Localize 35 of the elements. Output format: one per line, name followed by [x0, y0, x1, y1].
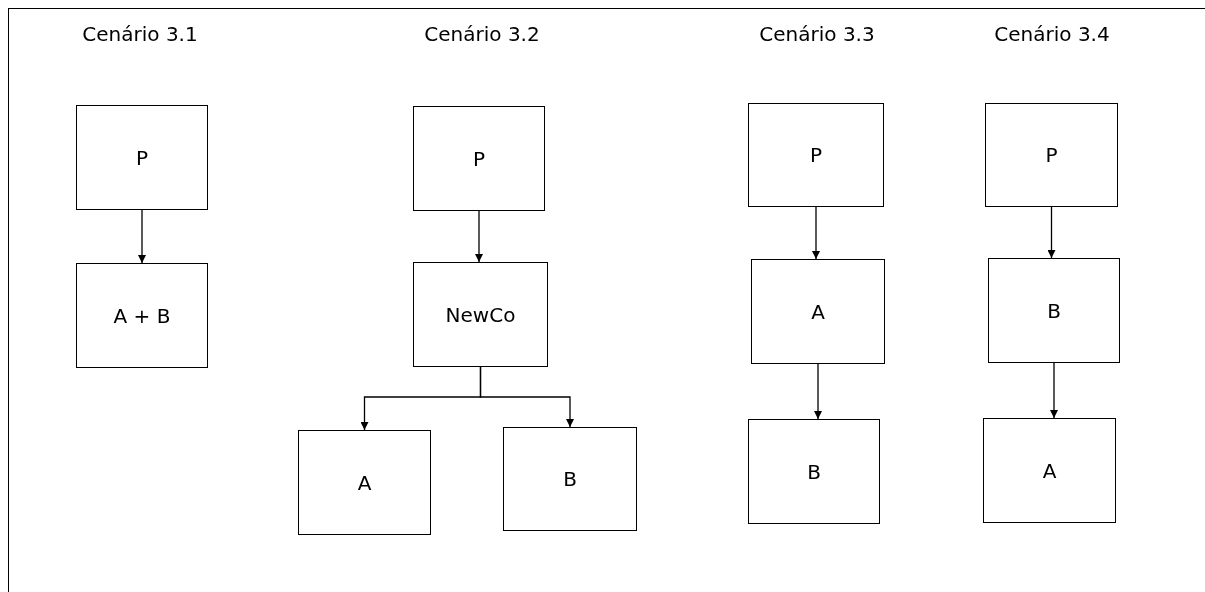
entity-box [748, 103, 884, 207]
arrow [475, 210, 483, 263]
entity-box [748, 419, 880, 524]
arrow [814, 363, 822, 420]
entity-box [751, 259, 885, 364]
entity-label: B [563, 467, 577, 491]
entity-box [988, 258, 1120, 363]
entity-box [76, 105, 208, 210]
scenario-heading: Cenário 3.1 [82, 22, 198, 46]
scenario-heading: Cenário 3.2 [424, 22, 540, 46]
entity-label: A [811, 299, 825, 324]
arrow [1050, 362, 1058, 419]
arrow [138, 209, 146, 264]
entity-label: P [135, 145, 149, 170]
entity-label: P [472, 146, 486, 171]
entity-label: A [357, 470, 372, 495]
entity-label: A [1042, 458, 1057, 483]
entity-label: A + B [113, 303, 171, 328]
arrow [812, 206, 820, 260]
entity-box [298, 430, 431, 535]
entity-box [76, 263, 208, 368]
entity-box [413, 262, 548, 367]
entity-box [983, 418, 1116, 523]
entity-box [985, 103, 1118, 207]
entity-label: P [809, 143, 823, 167]
arrow [479, 366, 574, 428]
entity-label: B [807, 459, 821, 484]
scenario-heading: Cenário 3.3 [759, 22, 875, 46]
entity-label: P [1045, 143, 1058, 167]
scenario-heading: Cenário 3.4 [994, 22, 1110, 46]
entity-label: B [1047, 298, 1061, 323]
entity-box [503, 427, 637, 531]
entity-label: NewCo [445, 302, 516, 327]
entity-box [413, 106, 545, 211]
arrow [1047, 206, 1056, 259]
